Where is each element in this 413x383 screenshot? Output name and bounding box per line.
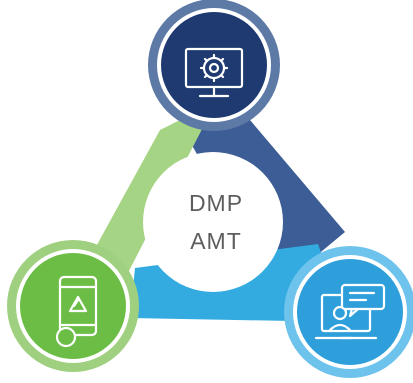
node-left[interactable] xyxy=(7,240,139,372)
mobile-recycle-icon xyxy=(55,275,98,348)
center-label-line2: AMT xyxy=(190,228,242,254)
node-top[interactable] xyxy=(148,0,280,131)
center-label-line1: DMP xyxy=(188,190,244,216)
laptop-chat-icon xyxy=(314,283,386,340)
center-circle xyxy=(143,152,283,292)
node-right[interactable] xyxy=(284,246,413,378)
monitor-gear-icon xyxy=(184,47,244,98)
